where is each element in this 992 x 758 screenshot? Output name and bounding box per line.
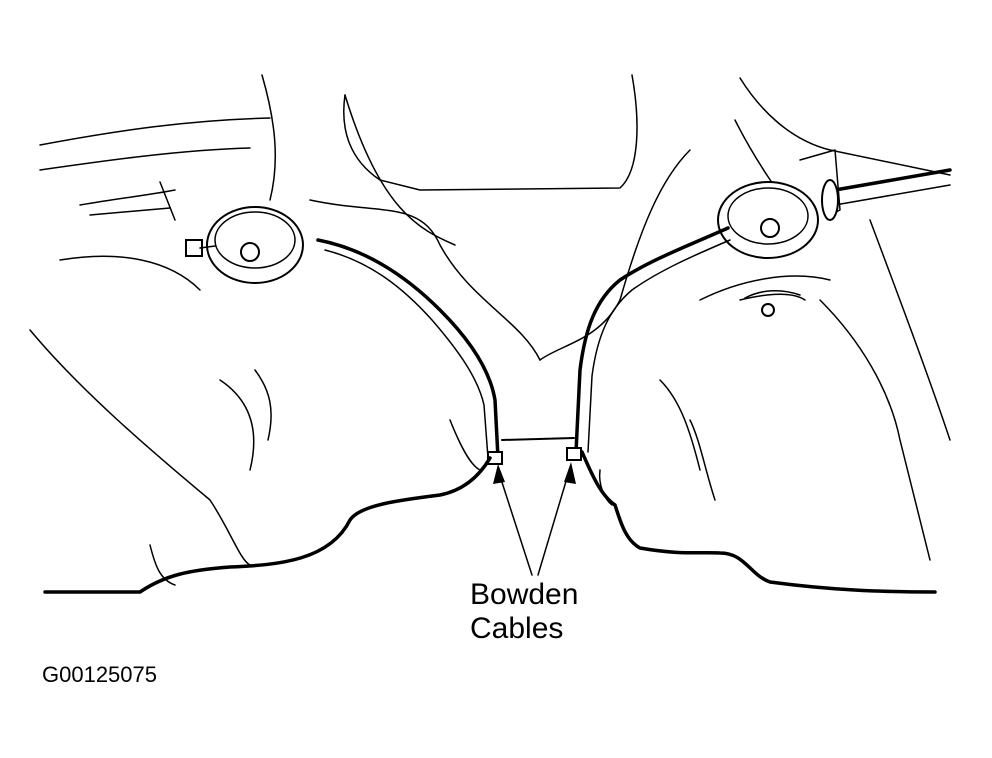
cable-crossbar — [501, 437, 575, 441]
left-pulley-mount — [79, 181, 304, 284]
figure-id: G00125075 — [42, 662, 157, 687]
lower-body-contour — [43, 450, 937, 594]
callout-line-2: Cables — [470, 612, 564, 645]
bowden-cables-label: Bowden Cables — [470, 578, 578, 646]
right-pulley-mount — [717, 149, 952, 317]
callout-line-1: Bowden — [470, 578, 579, 611]
bowden-cable-left — [316, 238, 503, 465]
bowden-cable-right — [566, 226, 731, 461]
callout-arrows — [493, 462, 576, 576]
underbody-structure — [29, 74, 951, 586]
